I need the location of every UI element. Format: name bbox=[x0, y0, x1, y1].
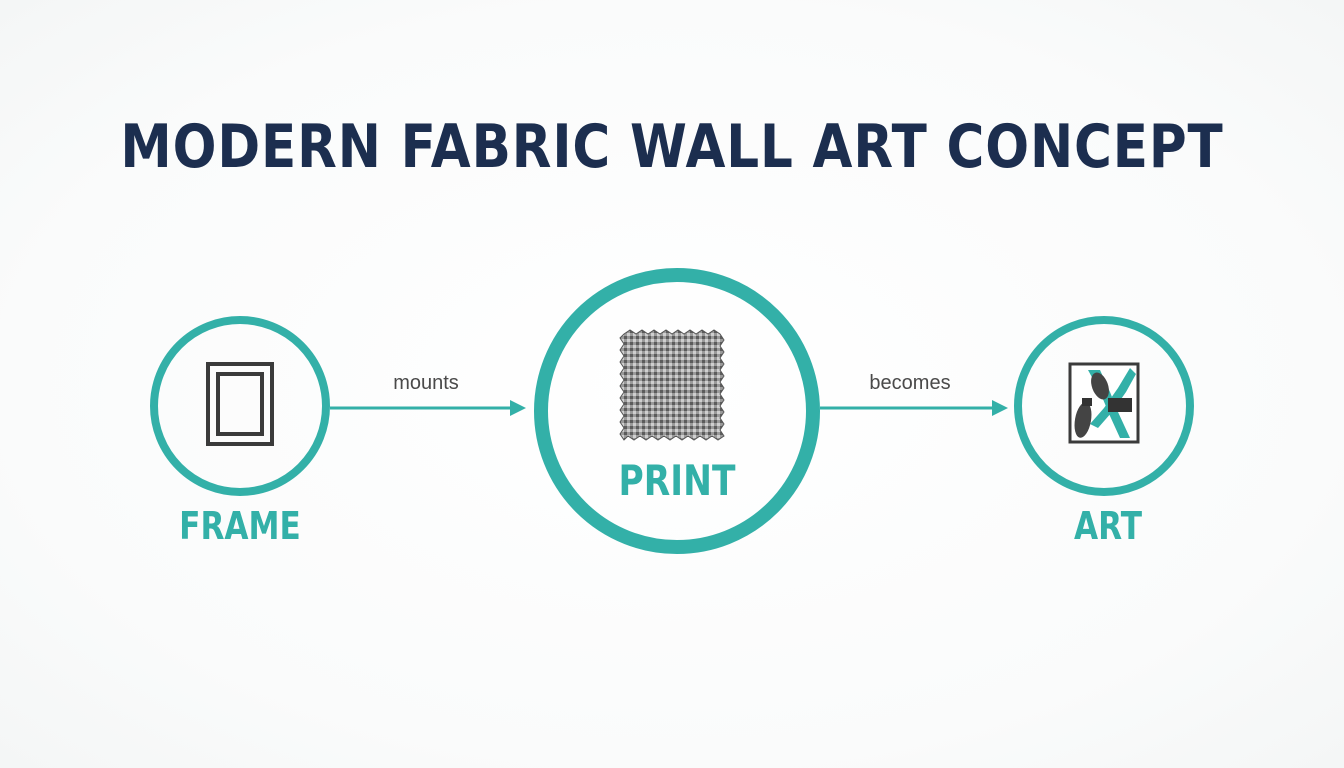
page-title: MODERN FABRIC WALL ART CONCEPT bbox=[120, 112, 1224, 182]
art-node-circle bbox=[1014, 316, 1194, 496]
print-label: PRINT bbox=[618, 456, 736, 505]
mounts-edge-label: mounts bbox=[393, 372, 459, 394]
becomes-edge-label: becomes bbox=[869, 372, 951, 394]
art-label: ART bbox=[1074, 504, 1142, 548]
print-node-circle bbox=[534, 268, 820, 554]
mounts-arrow bbox=[330, 400, 526, 416]
frame-node-circle bbox=[150, 316, 330, 496]
becomes-arrow bbox=[820, 400, 1008, 416]
frame-label: FRAME bbox=[179, 504, 301, 548]
